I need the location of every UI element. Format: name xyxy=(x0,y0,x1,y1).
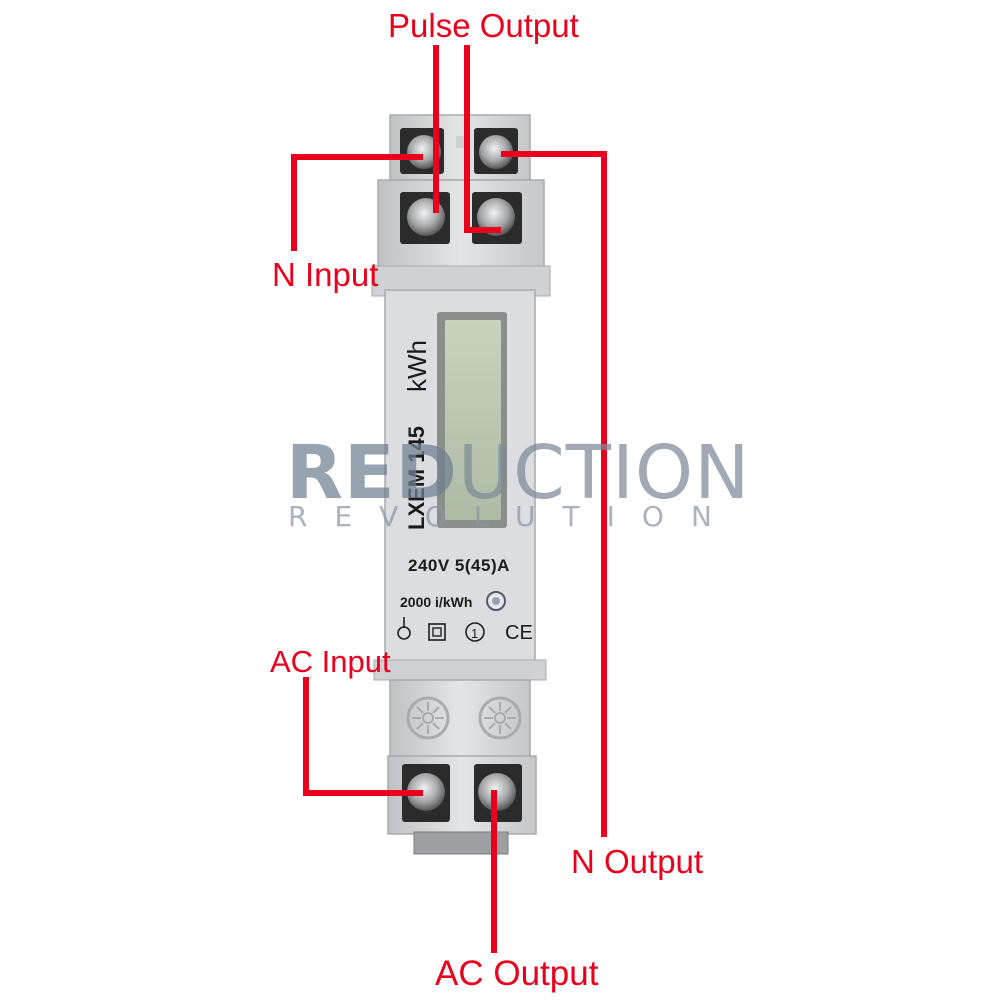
screw-icon xyxy=(477,198,515,236)
pulse-output-label: Pulse Output xyxy=(388,7,579,44)
watermark-part-2: UCTION xyxy=(457,430,751,516)
screw-icon xyxy=(479,135,513,169)
lcd-display xyxy=(445,320,501,520)
knockout-icon xyxy=(406,696,450,740)
svg-text:1: 1 xyxy=(471,626,478,641)
watermark-subtitle: REVOLUTION xyxy=(288,500,739,533)
class-one-icon xyxy=(465,622,485,642)
meter-body: 1 xyxy=(371,265,551,666)
ac-input-label: AC Input xyxy=(270,644,391,679)
pulse-output-wire-right xyxy=(464,45,501,233)
n-input-label: N Input xyxy=(272,256,379,293)
top-terminal-block xyxy=(377,114,545,271)
ac-output-label: AC Output xyxy=(435,954,599,993)
n-output-wire xyxy=(501,151,607,837)
watermark-part-1: RED xyxy=(286,430,458,516)
ce-mark-icon: CE xyxy=(505,622,533,644)
bottom-terminal-block xyxy=(373,659,547,855)
watermark-logo: REDUCTION xyxy=(286,430,750,516)
knockout-icon xyxy=(478,696,522,740)
impulse-rate-label: 2000 i/kWh xyxy=(400,594,473,610)
screw-icon xyxy=(407,135,441,169)
n-output-label: N Output xyxy=(571,843,704,880)
double-insulation-icon xyxy=(428,623,446,641)
n-input-wire xyxy=(291,154,423,251)
screw-icon xyxy=(407,198,445,236)
callout-wires xyxy=(291,45,607,953)
screw-icon xyxy=(407,773,445,811)
approval-symbols: 1 xyxy=(397,617,485,642)
ac-input-wire xyxy=(303,677,423,796)
rating-label: 240V 5(45)A xyxy=(408,556,510,575)
unit-label: kWh xyxy=(402,340,432,392)
